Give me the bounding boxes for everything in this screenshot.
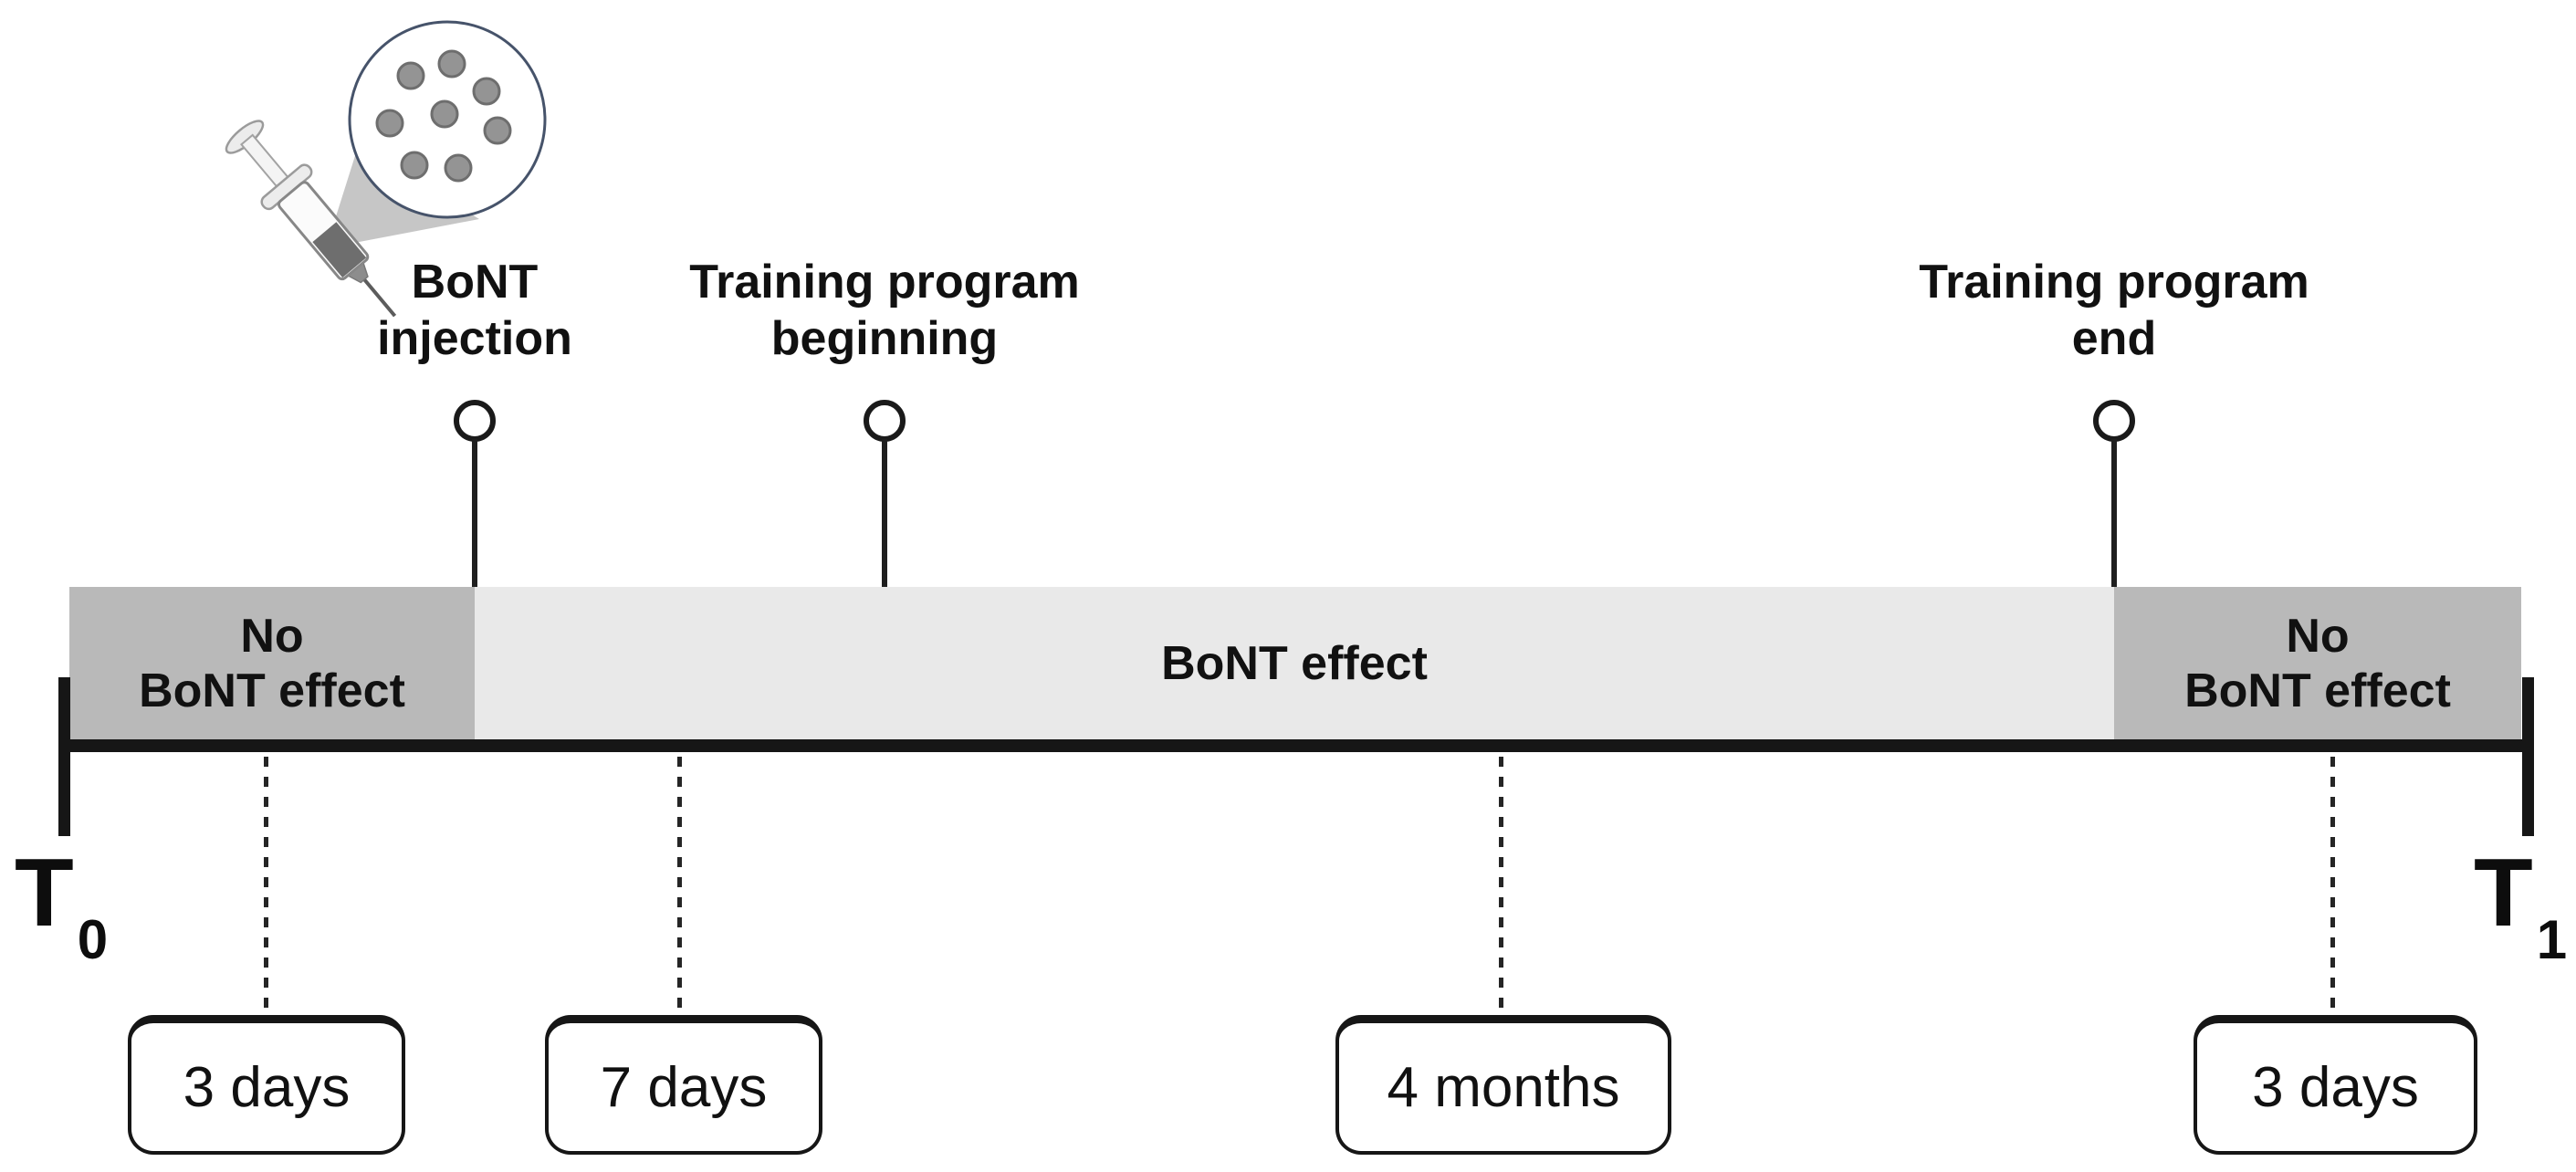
timeline-end-tick xyxy=(2522,677,2534,836)
interval-box: 4 months xyxy=(1335,1015,1671,1155)
interval-label: 7 days xyxy=(600,1055,768,1119)
segment-bont-effect: BoNT effect xyxy=(475,587,2114,739)
interval-label: 4 months xyxy=(1387,1055,1620,1119)
syringe-needle xyxy=(362,277,397,318)
molecule-dot-icon xyxy=(396,61,425,90)
molecule-dot-icon xyxy=(472,77,501,106)
timeline-start-tick xyxy=(58,677,70,836)
segment-label-line1: No xyxy=(240,609,304,663)
syringe-illustration xyxy=(225,20,547,318)
interval-connector xyxy=(2330,757,2335,1016)
lollipop-marker-icon xyxy=(2093,400,2135,442)
segment-label: BoNT effect xyxy=(1161,636,1428,690)
molecule-dot-icon xyxy=(437,49,466,78)
interval-box: 3 days xyxy=(2194,1015,2477,1155)
molecule-dot-icon xyxy=(430,99,459,129)
timeline-axis xyxy=(58,739,2534,752)
segment-no-bont-effect-left: No BoNT effect xyxy=(69,587,475,739)
segment-label-line1: No xyxy=(2286,609,2350,663)
molecule-dot-icon xyxy=(375,109,404,138)
lollipop-marker-icon xyxy=(864,400,906,442)
syringe-liquid xyxy=(312,222,367,278)
interval-label: 3 days xyxy=(183,1055,351,1119)
event-label-training-end: Training program end xyxy=(1795,254,2434,367)
event-label-line1: Training program xyxy=(1919,256,2309,309)
event-label-line2: beginning xyxy=(770,312,999,365)
lollipop-marker-icon xyxy=(454,400,496,442)
molecule-dot-icon xyxy=(400,151,429,180)
segment-label-line2: BoNT effect xyxy=(139,664,405,717)
t-base: T xyxy=(15,839,74,947)
molecule-dots xyxy=(375,49,512,183)
interval-connector xyxy=(677,757,682,1016)
event-label-bont-injection: BoNT injection xyxy=(155,254,794,367)
interval-connector xyxy=(1499,757,1503,1016)
timeline-end-label: T1 xyxy=(2474,844,2567,970)
event-label-line2: injection xyxy=(377,312,572,365)
interval-box: 3 days xyxy=(128,1015,405,1155)
interval-connector xyxy=(264,757,268,1016)
t-subscript: 1 xyxy=(2536,909,2568,970)
t-base: T xyxy=(2474,839,2533,947)
molecule-dot-icon xyxy=(444,153,473,183)
segment-label-line2: BoNT effect xyxy=(2184,664,2451,717)
timeline-start-label: T0 xyxy=(15,844,108,970)
interval-box: 7 days xyxy=(545,1015,822,1155)
event-label-training-beginning: Training program beginning xyxy=(565,254,1204,367)
molecule-dot-icon xyxy=(483,116,512,145)
event-label-line1: Training program xyxy=(689,256,1080,309)
segment-no-bont-effect-right: No BoNT effect xyxy=(2114,587,2521,739)
t-subscript: 0 xyxy=(77,909,109,970)
interval-label: 3 days xyxy=(2252,1055,2419,1119)
syringe-icon xyxy=(225,120,397,318)
event-label-line2: end xyxy=(2071,312,2157,365)
event-label-line1: BoNT xyxy=(411,256,539,309)
